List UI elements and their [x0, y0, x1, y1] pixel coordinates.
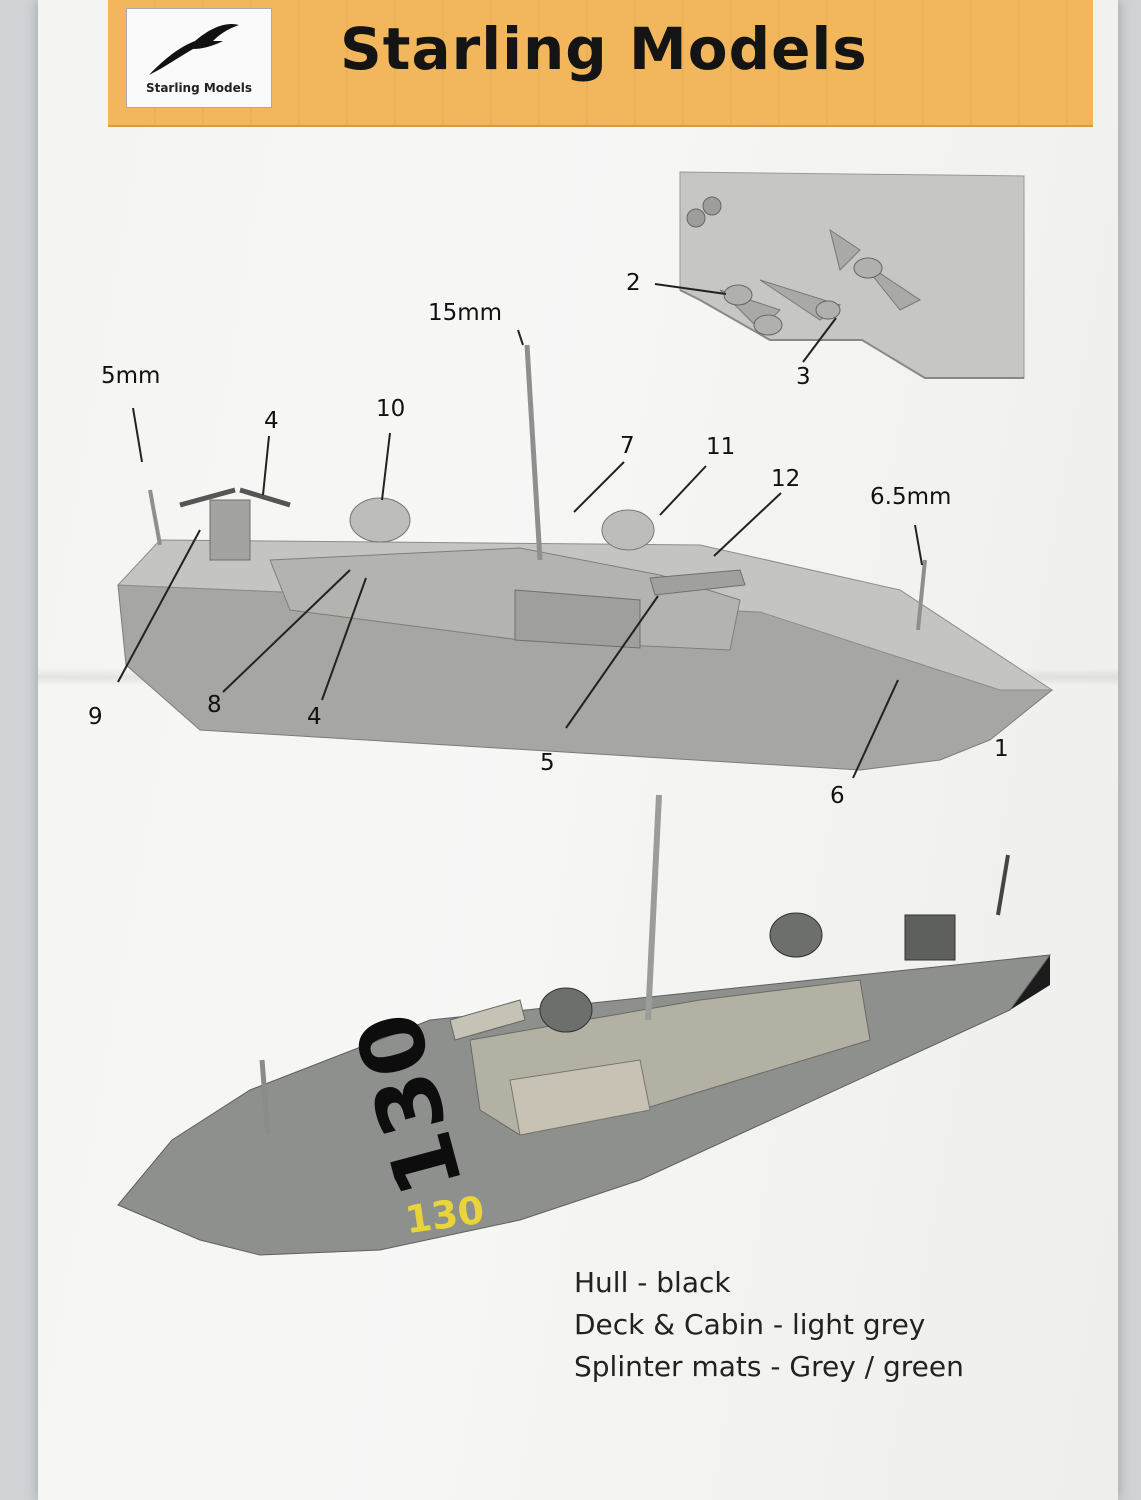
callout-2: 2 [626, 270, 641, 296]
callout-10: 10 [376, 396, 406, 422]
callout-6: 6 [830, 783, 845, 809]
page-title: Starling Models [340, 15, 868, 83]
bird-icon [149, 23, 239, 76]
hull-number: 130 [402, 1187, 488, 1243]
callout-7: 7 [620, 433, 635, 459]
logo-text: Starling Models [145, 81, 253, 95]
callout-5: 5 [540, 750, 555, 776]
callout-12: 12 [771, 466, 801, 492]
header-banner [108, 0, 1093, 127]
paint-splinter-mats: Splinter mats - Grey / green [574, 1350, 964, 1383]
callout-4-top: 4 [264, 408, 279, 434]
callout-9: 9 [88, 704, 103, 730]
dimension-6-5mm: 6.5mm [870, 484, 952, 510]
callout-4-bottom: 4 [307, 704, 322, 730]
paint-hull: Hull - black [574, 1266, 731, 1299]
paint-guide: Hull - black Deck & Cabin - light grey S… [574, 1262, 964, 1388]
callout-8: 8 [207, 692, 222, 718]
paint-deck-cabin: Deck & Cabin - light grey [574, 1308, 926, 1341]
callout-11: 11 [706, 434, 736, 460]
logo: Starling Models [126, 8, 272, 108]
dimension-5mm: 5mm [101, 363, 161, 389]
dimension-15mm: 15mm [428, 300, 503, 326]
callout-3: 3 [796, 364, 811, 390]
callout-1: 1 [994, 736, 1009, 762]
